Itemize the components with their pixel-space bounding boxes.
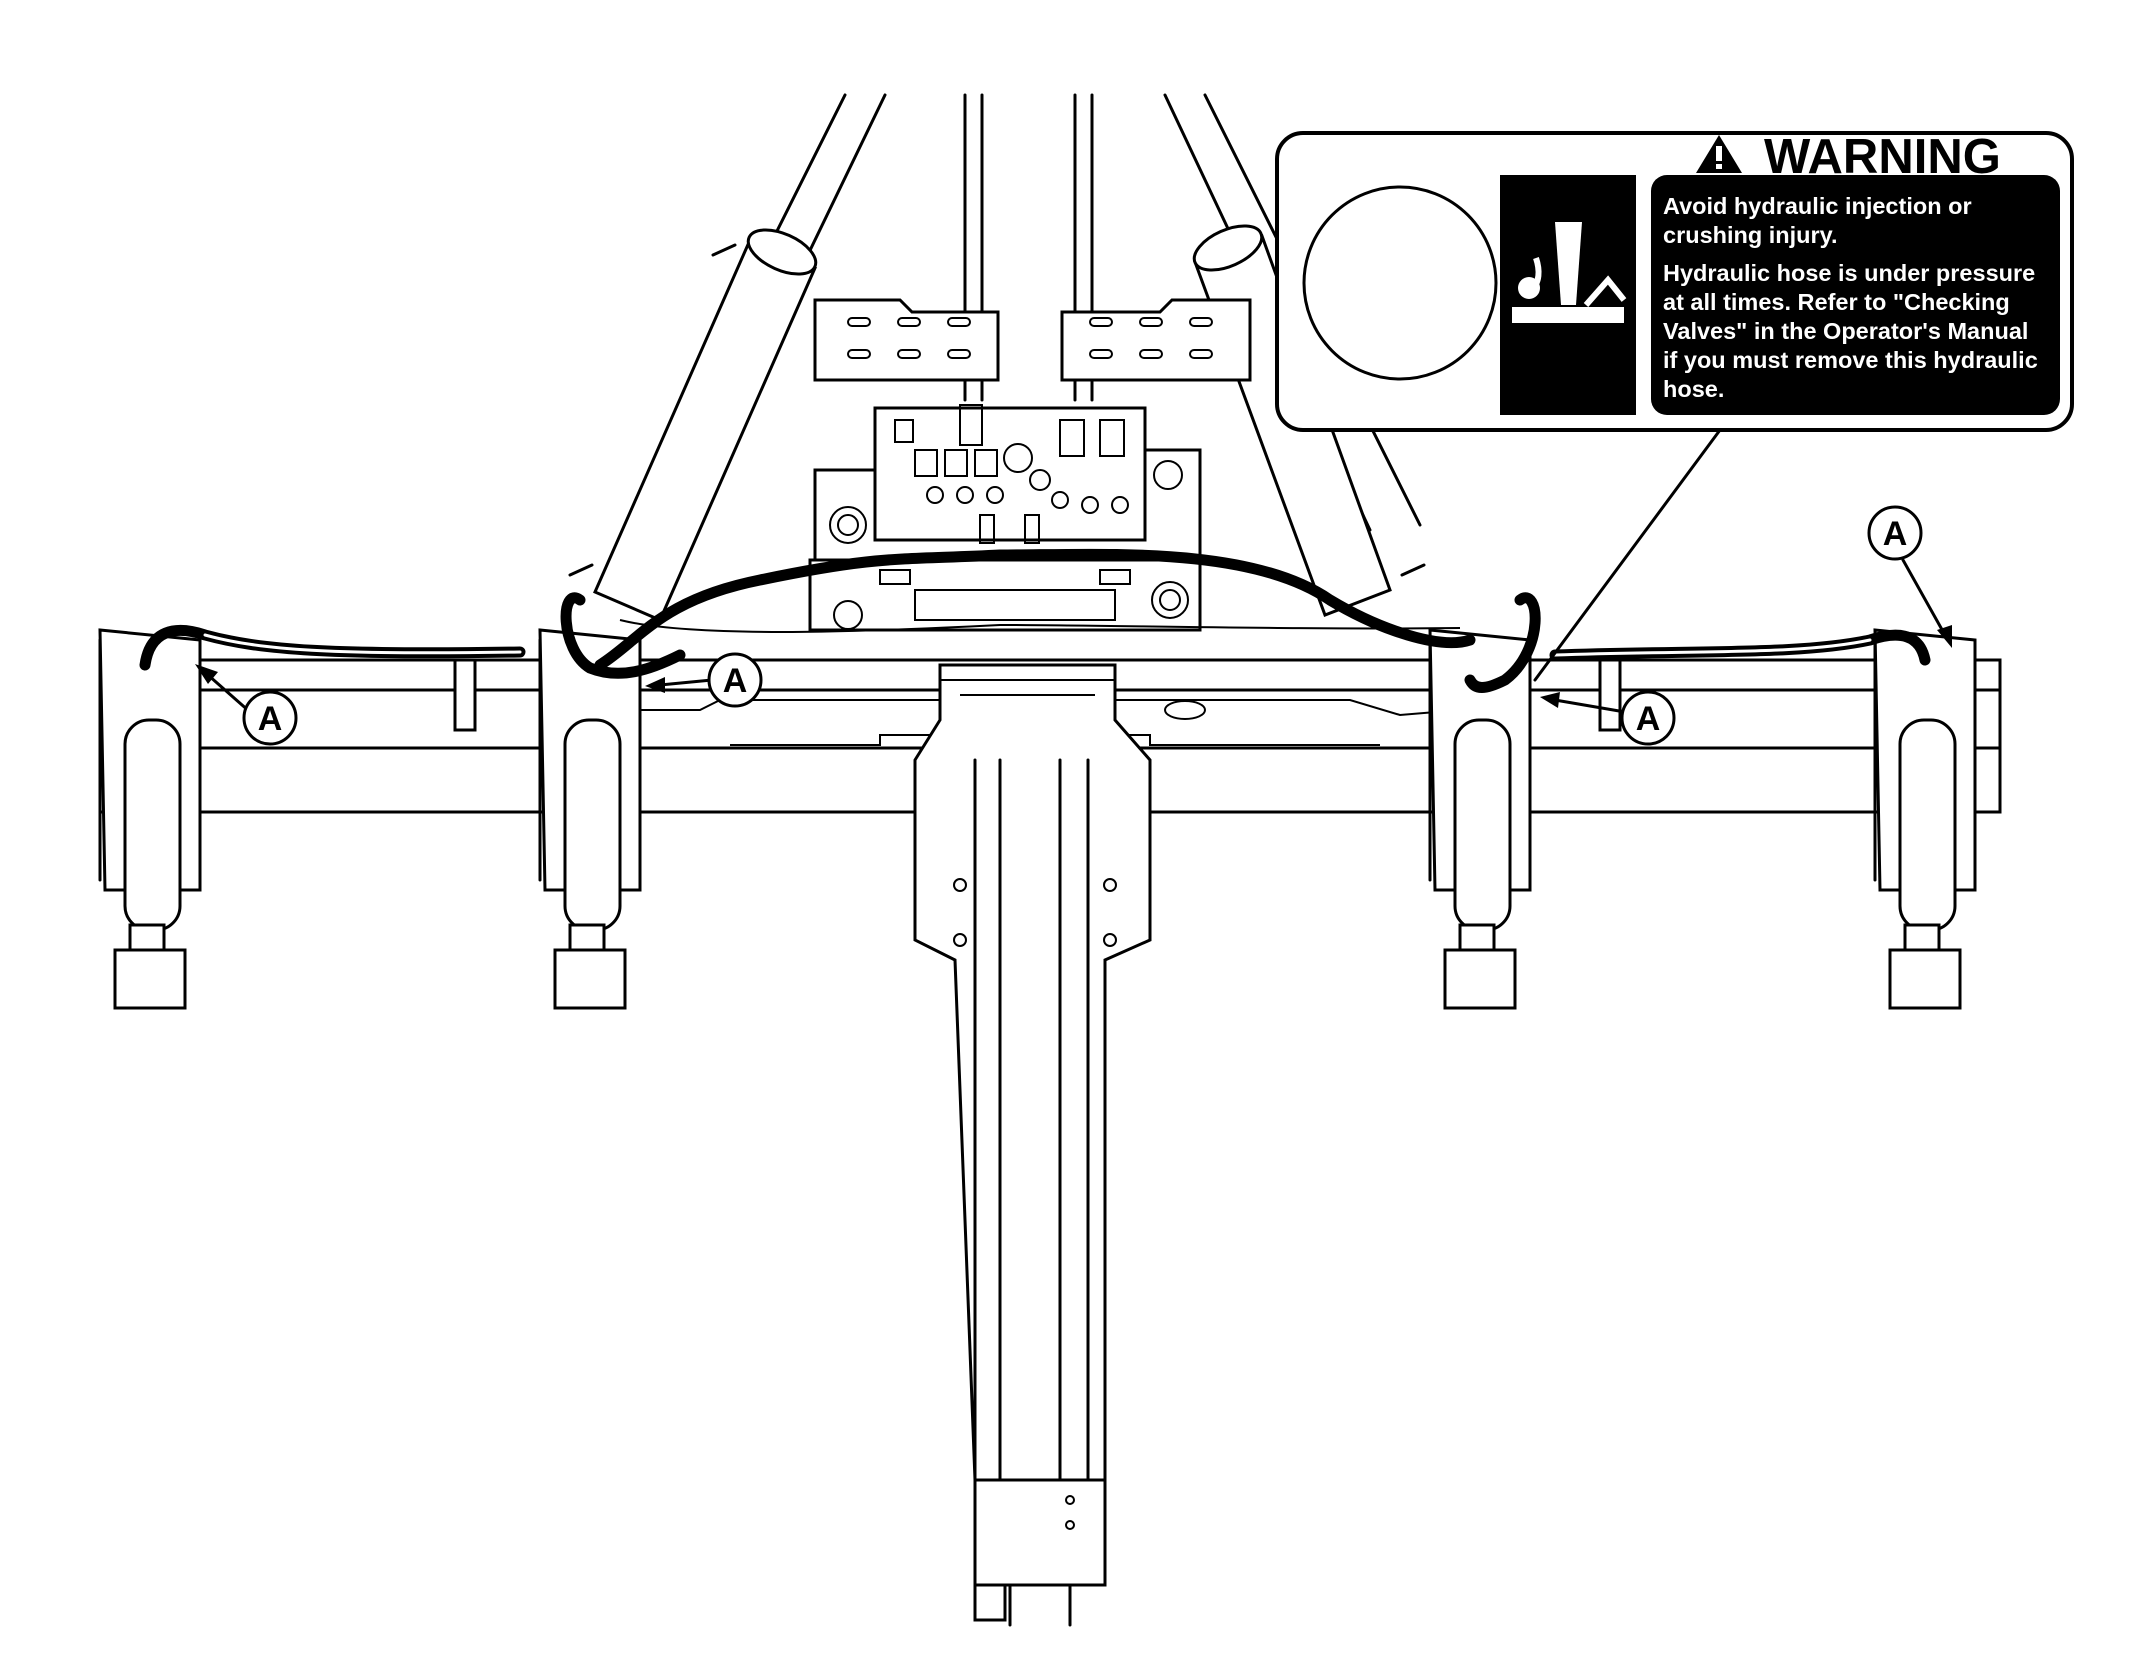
beam-brackets xyxy=(453,658,1622,732)
svg-text:hose.: hose. xyxy=(1663,376,1724,402)
drawbar xyxy=(913,663,1152,1627)
svg-text:at all times. Refer to "Checki: at all times. Refer to "Checking xyxy=(1663,289,2010,315)
svg-text:A: A xyxy=(258,700,283,738)
crush-hazard-icon xyxy=(1500,175,1636,415)
svg-text:Hydraulic hose is under pressu: Hydraulic hose is under pressure xyxy=(1663,260,2035,286)
callout-a-4: A xyxy=(1867,505,1923,561)
row-unit-2 xyxy=(538,628,642,1010)
svg-text:crushing injury.: crushing injury. xyxy=(1663,222,1838,248)
warning-message: Avoid hydraulic injection or crushing in… xyxy=(1663,193,2038,402)
warning-decal: WARNING Avoid hydraulic injection or cru… xyxy=(1275,130,2074,432)
valve-block xyxy=(808,404,1202,632)
svg-text:Valves" in the Operator's Manu: Valves" in the Operator's Manual xyxy=(1663,318,2028,344)
callout-a-2: A xyxy=(707,652,763,708)
hazard-circle-icon xyxy=(1302,185,1498,381)
hydraulic-hoses xyxy=(139,548,1931,693)
callout-a-3: A xyxy=(1620,690,1676,746)
svg-text:A: A xyxy=(723,662,748,700)
svg-text:Avoid hydraulic injection or: Avoid hydraulic injection or xyxy=(1663,193,1972,219)
svg-text:A: A xyxy=(1636,700,1661,738)
row-unit-3 xyxy=(1428,628,1532,1010)
row-unit-4 xyxy=(1873,628,1977,1010)
row-unit-1 xyxy=(98,628,202,1010)
callout-a-1: A xyxy=(242,690,298,746)
callout-leaders xyxy=(195,428,1952,714)
svg-text:if you must remove this hydrau: if you must remove this hydraulic xyxy=(1663,347,2038,373)
svg-text:A: A xyxy=(1883,515,1908,553)
mounting-plates xyxy=(813,298,1252,382)
